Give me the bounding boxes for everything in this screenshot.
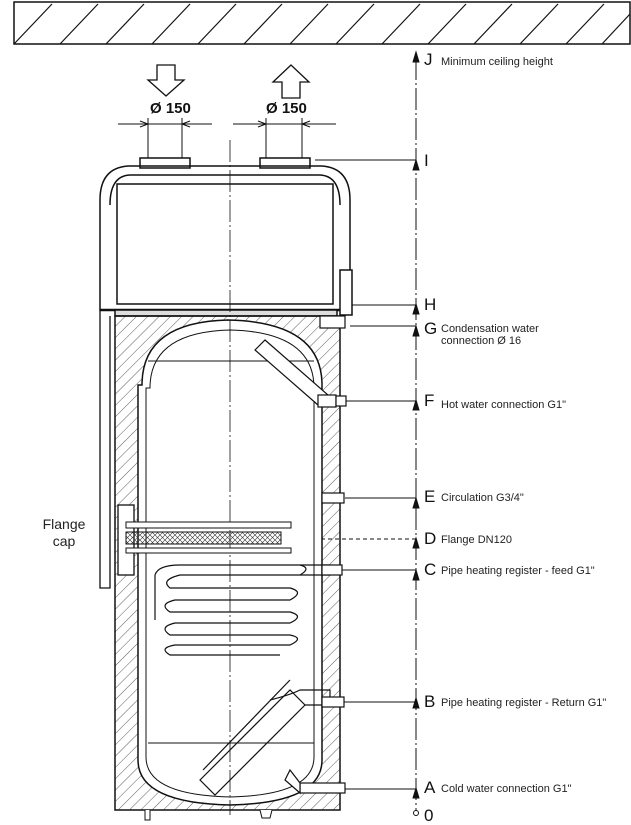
level-letter-h: H — [424, 295, 437, 314]
level-c-text: Pipe heating register - feed G1" — [441, 565, 595, 577]
level-letter-j: J — [424, 50, 433, 69]
duct-inlet-diameter: Ø 150 — [150, 100, 191, 117]
level-letter-f: F — [424, 391, 435, 410]
level-letter-e: E — [424, 487, 436, 506]
level-letter-d: D — [424, 529, 437, 548]
duct-outlet-diameter: Ø 150 — [266, 100, 307, 117]
level-g-text: Condensation water connection Ø 16 — [441, 323, 539, 347]
level-d-text: Flange DN120 — [441, 534, 512, 546]
flange-element — [125, 521, 292, 554]
heat-pump-head — [99, 157, 353, 317]
air-outlet-arrow-icon — [271, 64, 311, 99]
level-letter-g: G — [424, 319, 438, 338]
level-letter-0: 0 — [424, 806, 434, 825]
level-letter-c: C — [424, 560, 437, 579]
level-b-text: Pipe heating register - Return G1" — [441, 697, 607, 709]
height-dimension-axis — [300, 50, 420, 816]
duct-dimension-lines — [118, 118, 336, 160]
feet — [144, 809, 273, 821]
level-letter-b: B — [424, 692, 436, 711]
level-j-text: Minimum ceiling height — [441, 56, 553, 68]
level-letter-i: I — [424, 151, 429, 170]
ceiling — [13, 1, 631, 45]
level-a-text: Cold water connection G1" — [441, 783, 572, 795]
flange-cap-label: Flange cap — [42, 516, 86, 549]
level-e-text: Circulation G3/4" — [441, 492, 524, 504]
heating-coil — [154, 564, 331, 796]
level-f-text: Hot water connection G1" — [441, 399, 566, 411]
air-inlet-arrow-icon — [146, 64, 186, 97]
cabinet-shell — [114, 140, 341, 815]
connection-stubs — [284, 315, 347, 795]
level-letter-a: A — [424, 778, 436, 797]
